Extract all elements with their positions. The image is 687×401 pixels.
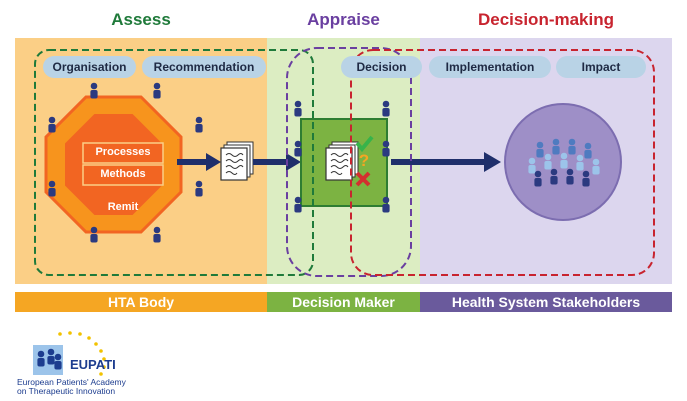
processes-label: Processes	[95, 146, 151, 158]
processes-box	[82, 142, 164, 164]
stage-title-appraise: Appraise	[307, 10, 380, 29]
report-document-icon	[220, 141, 254, 181]
footer-stakeholders: Health System Stakeholders	[420, 292, 672, 312]
pill-organisation: Organisation	[43, 56, 136, 78]
pill-decision: Decision	[341, 56, 422, 78]
assess-outline	[34, 49, 314, 276]
footer-hta-body: HTA Body	[15, 292, 267, 312]
remit-label: Remit	[107, 201, 139, 213]
logo-subtitle-line1: European Patients' Academy	[17, 377, 126, 387]
question-icon: ?	[358, 151, 370, 170]
cross-icon	[355, 171, 371, 187]
pill-recommendation: Recommendation	[142, 56, 266, 78]
stage-title-assess: Assess	[111, 10, 171, 29]
pill-implementation: Implementation	[429, 56, 551, 78]
appraise-outline	[286, 47, 412, 277]
methods-label: Methods	[100, 168, 146, 180]
pill-impact: Impact	[556, 56, 646, 78]
check-icon	[355, 135, 374, 153]
methods-box	[82, 164, 164, 186]
logo-subtitle-line2: on Therapeutic Innovation	[17, 386, 116, 396]
decision-making-outline	[350, 49, 655, 276]
logo-subtitle: European Patients' Academy on Therapeuti…	[17, 378, 157, 396]
stage-title-decision-making: Decision-making	[477, 10, 615, 29]
logo-name: EUPATI	[70, 357, 116, 372]
eupati-logo-icon	[33, 331, 106, 376]
decision-document-icon	[325, 141, 359, 181]
hta-octagon	[44, 95, 183, 234]
footer-decision-maker: Decision Maker	[267, 292, 420, 312]
